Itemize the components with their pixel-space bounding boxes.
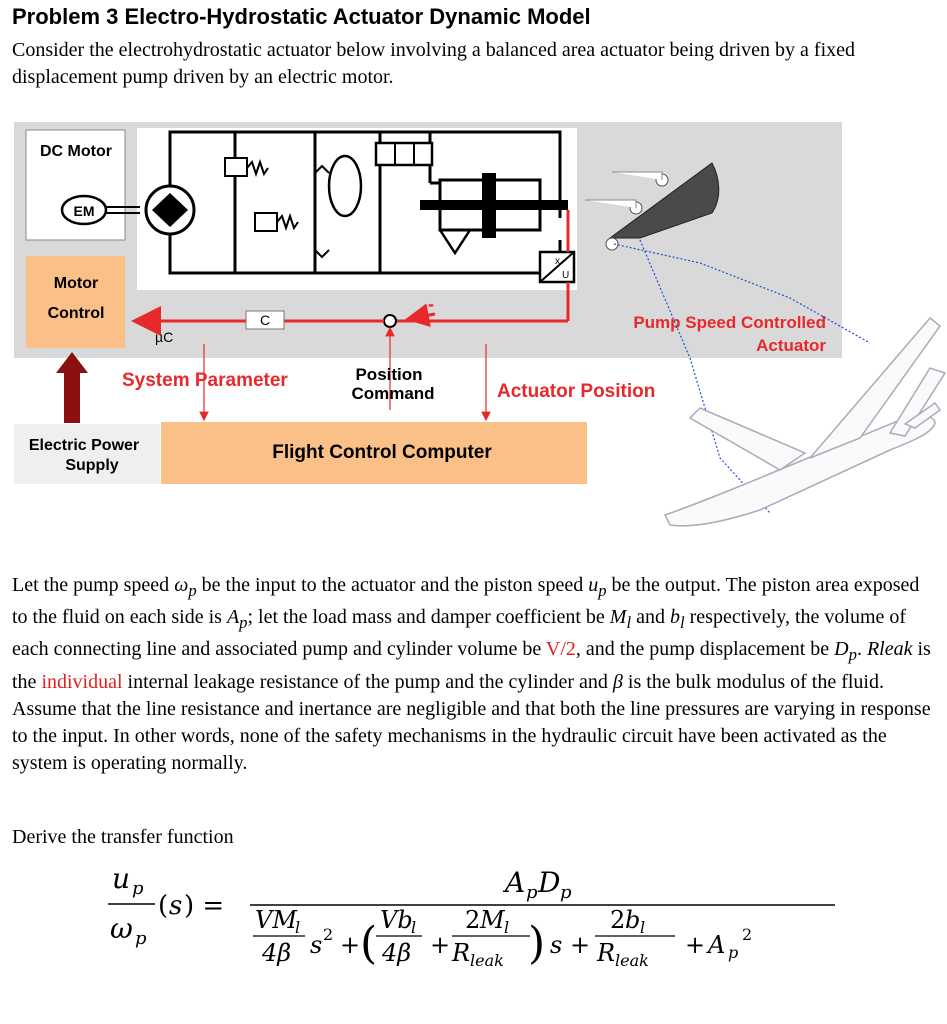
em-label: EM (74, 203, 95, 219)
svg-text:(: ( (360, 918, 377, 969)
svg-text:p: p (526, 882, 538, 903)
minus-sign: - (428, 294, 434, 314)
fcc-label: Flight Control Computer (272, 442, 492, 463)
svg-text:p: p (560, 882, 572, 903)
svg-text:A: A (706, 931, 725, 959)
power-arrow (56, 352, 88, 423)
svg-text:+: + (340, 931, 360, 959)
svg-text:+: + (570, 931, 590, 959)
flight-control-computer-box (161, 422, 587, 484)
svg-text:l: l (640, 918, 645, 937)
pump-speed-label-2: Actuator (756, 336, 826, 355)
em-motor-icon (60, 194, 108, 226)
pump-speed-label-1: Pump Speed Controlled (633, 313, 826, 332)
derive-prompt: Derive the transfer function (12, 826, 234, 848)
svg-text:s: s (169, 891, 182, 921)
system-parameter-label: System Parameter (122, 370, 288, 391)
accumulator-icon (327, 154, 363, 218)
svg-text:ω: ω (110, 912, 133, 945)
summing-junction (383, 314, 397, 328)
svg-text:2: 2 (610, 906, 625, 934)
svg-text:VM: VM (255, 906, 298, 934)
valve-block (374, 141, 434, 167)
svg-text:u: u (112, 862, 130, 895)
airplane-icon (663, 316, 947, 527)
svg-text:p: p (132, 878, 144, 899)
power-supply-label-2: Supply (65, 457, 118, 474)
svg-text:l: l (295, 918, 300, 937)
svg-text:s: s (550, 931, 562, 959)
volume-term: V/2 (545, 638, 576, 661)
svg-text:b: b (625, 906, 640, 934)
svg-text:M: M (479, 906, 506, 934)
svg-text:l: l (504, 918, 509, 937)
svg-text:p: p (135, 928, 147, 949)
microcontroller-label: µC (155, 329, 173, 345)
svg-text:Vb: Vb (380, 906, 413, 934)
power-supply-box (14, 424, 160, 484)
svg-text:leak: leak (615, 951, 649, 970)
svg-text:2: 2 (323, 925, 333, 944)
control-surface-icon (608, 162, 720, 239)
svg-text:leak: leak (470, 951, 504, 970)
eha-system-diagram: DC Motor EM x U Motor Con (14, 122, 947, 527)
svg-text:s: s (310, 931, 322, 959)
svg-text:U: U (562, 270, 569, 281)
relief-valves (224, 157, 299, 232)
svg-text:+: + (685, 931, 705, 959)
actuator-position-label: Actuator Position (497, 381, 655, 402)
svg-text:(: ( (158, 891, 168, 921)
page-title: Problem 3 Electro-Hydrostatic Actuator D… (12, 4, 591, 29)
svg-text:2: 2 (742, 925, 752, 944)
svg-text:) =: ) = (184, 891, 224, 921)
power-supply-label-1: Electric Power (29, 437, 139, 454)
intro-paragraph: Consider the electrohydrostatic actuator… (12, 39, 856, 88)
svg-text:4β: 4β (261, 939, 291, 967)
motor-control-box (26, 256, 125, 348)
svg-text:D: D (537, 866, 560, 899)
motor-control-label-1: Motor (54, 275, 98, 292)
svg-text:2: 2 (465, 906, 480, 934)
svg-text:4β: 4β (381, 939, 411, 967)
individual-highlight: individual (41, 670, 123, 693)
position-command-label-1: Position (355, 365, 422, 384)
dc-motor-label: DC Motor (40, 143, 112, 160)
position-command-label-2: Command (351, 384, 434, 403)
svg-text:x: x (555, 256, 560, 267)
svg-text:l: l (411, 918, 416, 937)
svg-text:A: A (502, 866, 525, 899)
motor-control-label-2: Control (48, 305, 105, 322)
svg-text:): ) (528, 918, 545, 969)
problem-description: Let the pump speed ωp be the input to th… (12, 574, 931, 775)
svg-text:p: p (728, 943, 738, 962)
svg-text:C: C (260, 312, 270, 328)
svg-text:R: R (596, 939, 615, 967)
svg-text:+: + (430, 931, 450, 959)
svg-text:R: R (451, 939, 470, 967)
